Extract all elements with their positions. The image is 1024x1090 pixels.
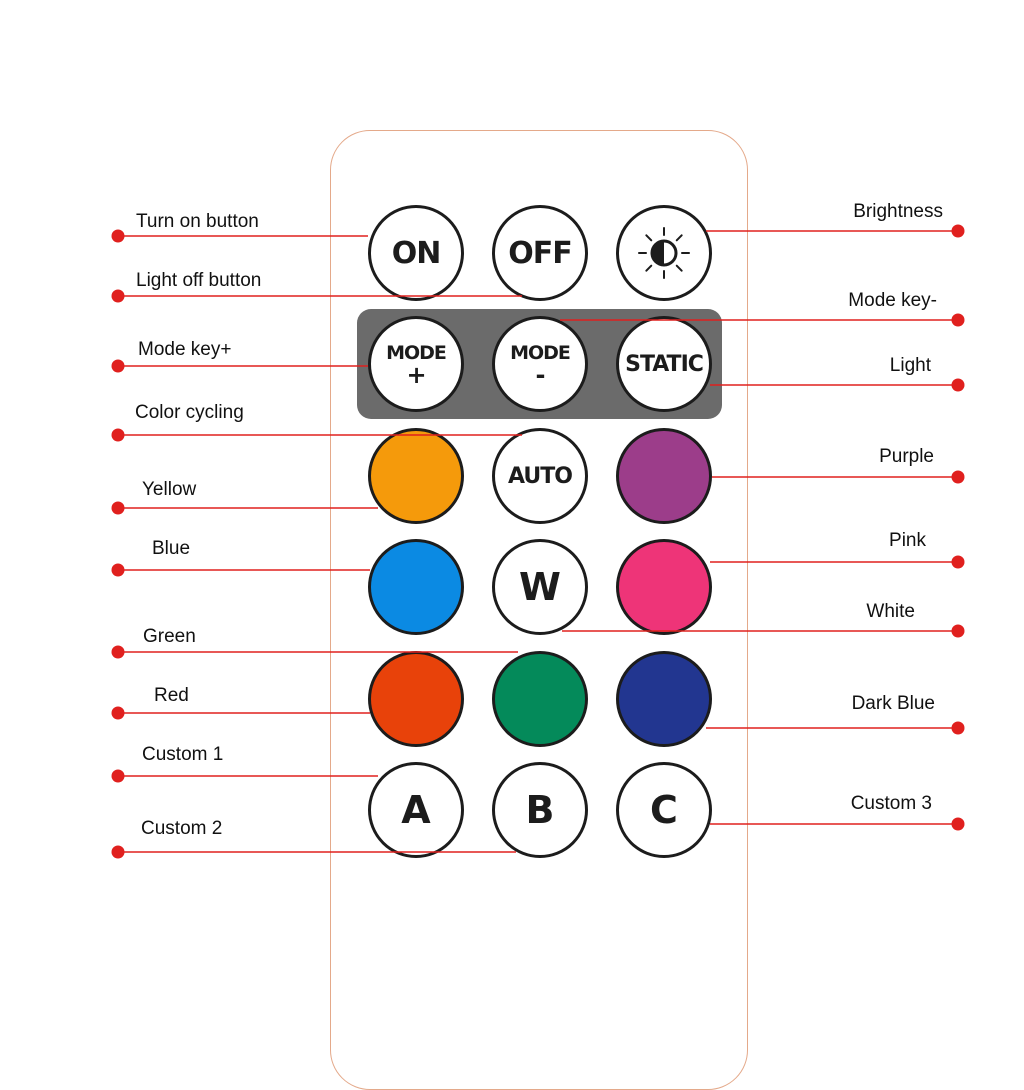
leader-purple-dot bbox=[951, 470, 965, 484]
label-purple: Purple bbox=[879, 446, 934, 467]
leader-custom-1-dot bbox=[111, 769, 125, 783]
modeminus-button[interactable]: MODE- bbox=[492, 316, 588, 412]
label-turn-on-button: Turn on button bbox=[136, 211, 259, 232]
on-button-label: ON bbox=[391, 235, 442, 271]
on-button[interactable]: ON bbox=[368, 205, 464, 301]
leader-light-off-button bbox=[111, 289, 522, 303]
leader-mode-key-plus bbox=[111, 359, 368, 373]
darkblue-button[interactable] bbox=[616, 651, 712, 747]
c-button[interactable]: C bbox=[616, 762, 712, 858]
a-button[interactable]: A bbox=[368, 762, 464, 858]
label-pink: Pink bbox=[889, 530, 926, 551]
leader-green bbox=[111, 645, 518, 659]
leader-color-cycling bbox=[111, 428, 522, 442]
leader-mode-key-minus bbox=[560, 313, 965, 327]
leader-blue-dot bbox=[111, 563, 125, 577]
label-custom-1: Custom 1 bbox=[142, 744, 224, 765]
label-white: White bbox=[866, 601, 915, 622]
leader-purple bbox=[712, 470, 965, 484]
white-button[interactable]: W bbox=[492, 539, 588, 635]
leader-light-dot bbox=[951, 378, 965, 392]
label-custom-2: Custom 2 bbox=[141, 818, 223, 839]
leader-mode-key-plus-dot bbox=[111, 359, 125, 373]
modeminus-button-label: MODE bbox=[510, 342, 571, 364]
leader-brightness bbox=[706, 224, 965, 238]
label-yellow: Yellow bbox=[142, 479, 197, 500]
purple-button[interactable] bbox=[616, 428, 712, 524]
leader-white-dot bbox=[951, 624, 965, 638]
leader-dark-blue-dot bbox=[951, 721, 965, 735]
label-red: Red bbox=[154, 685, 189, 706]
leader-turn-on-button bbox=[111, 229, 368, 243]
bright-button[interactable] bbox=[616, 205, 712, 301]
leader-blue bbox=[111, 563, 370, 577]
pink-button[interactable] bbox=[616, 539, 712, 635]
c-button-label: C bbox=[650, 788, 678, 832]
leader-custom-3-dot bbox=[951, 817, 965, 831]
auto-button-label: AUTO bbox=[508, 463, 573, 489]
leader-mode-key-minus-dot bbox=[951, 313, 965, 327]
label-green: Green bbox=[143, 626, 196, 647]
off-button[interactable]: OFF bbox=[492, 205, 588, 301]
leader-white bbox=[562, 624, 965, 638]
leader-custom-3 bbox=[710, 817, 965, 831]
yellow-button[interactable] bbox=[368, 428, 464, 524]
leader-lines bbox=[111, 224, 965, 859]
leader-light-off-button-dot bbox=[111, 289, 125, 303]
leader-custom-1 bbox=[111, 769, 378, 783]
off-button-label: OFF bbox=[508, 235, 572, 271]
white-button-label: W bbox=[519, 565, 561, 609]
leader-color-cycling-dot bbox=[111, 428, 125, 442]
leader-yellow-dot bbox=[111, 501, 125, 515]
b-button[interactable]: B bbox=[492, 762, 588, 858]
leader-pink-dot bbox=[951, 555, 965, 569]
leader-red bbox=[111, 706, 370, 720]
green-button[interactable] bbox=[492, 651, 588, 747]
leader-custom-2-dot bbox=[111, 845, 125, 859]
leader-red-dot bbox=[111, 706, 125, 720]
blue-button[interactable] bbox=[368, 539, 464, 635]
leader-light bbox=[710, 378, 965, 392]
modeplus-button-label: MODE bbox=[386, 342, 447, 364]
leader-pink bbox=[710, 555, 965, 569]
modeminus-button-sign: - bbox=[535, 361, 546, 389]
modeplus-button[interactable]: MODE+ bbox=[368, 316, 464, 412]
leader-custom-2 bbox=[111, 845, 516, 859]
label-custom-3: Custom 3 bbox=[850, 793, 932, 814]
b-button-label: B bbox=[525, 788, 555, 832]
label-mode-key-minus: Mode key- bbox=[848, 290, 937, 311]
leader-brightness-dot bbox=[951, 224, 965, 238]
leader-yellow bbox=[111, 501, 378, 515]
static-button[interactable]: STATIC bbox=[616, 316, 712, 412]
auto-button[interactable]: AUTO bbox=[492, 428, 588, 524]
label-dark-blue: Dark Blue bbox=[851, 693, 935, 714]
static-button-label: STATIC bbox=[625, 351, 704, 377]
label-mode-key-plus: Mode key+ bbox=[138, 339, 232, 360]
label-light-off-button: Light off button bbox=[136, 270, 262, 291]
modeplus-button-sign: + bbox=[406, 361, 426, 389]
label-light: Light bbox=[889, 355, 931, 376]
label-brightness: Brightness bbox=[853, 201, 943, 222]
brightness-icon bbox=[638, 227, 690, 279]
leader-turn-on-button-dot bbox=[111, 229, 125, 243]
leader-green-dot bbox=[111, 645, 125, 659]
a-button-label: A bbox=[401, 788, 431, 832]
label-blue: Blue bbox=[152, 538, 191, 559]
label-color-cycling: Color cycling bbox=[135, 402, 244, 423]
leader-dark-blue bbox=[706, 721, 965, 735]
